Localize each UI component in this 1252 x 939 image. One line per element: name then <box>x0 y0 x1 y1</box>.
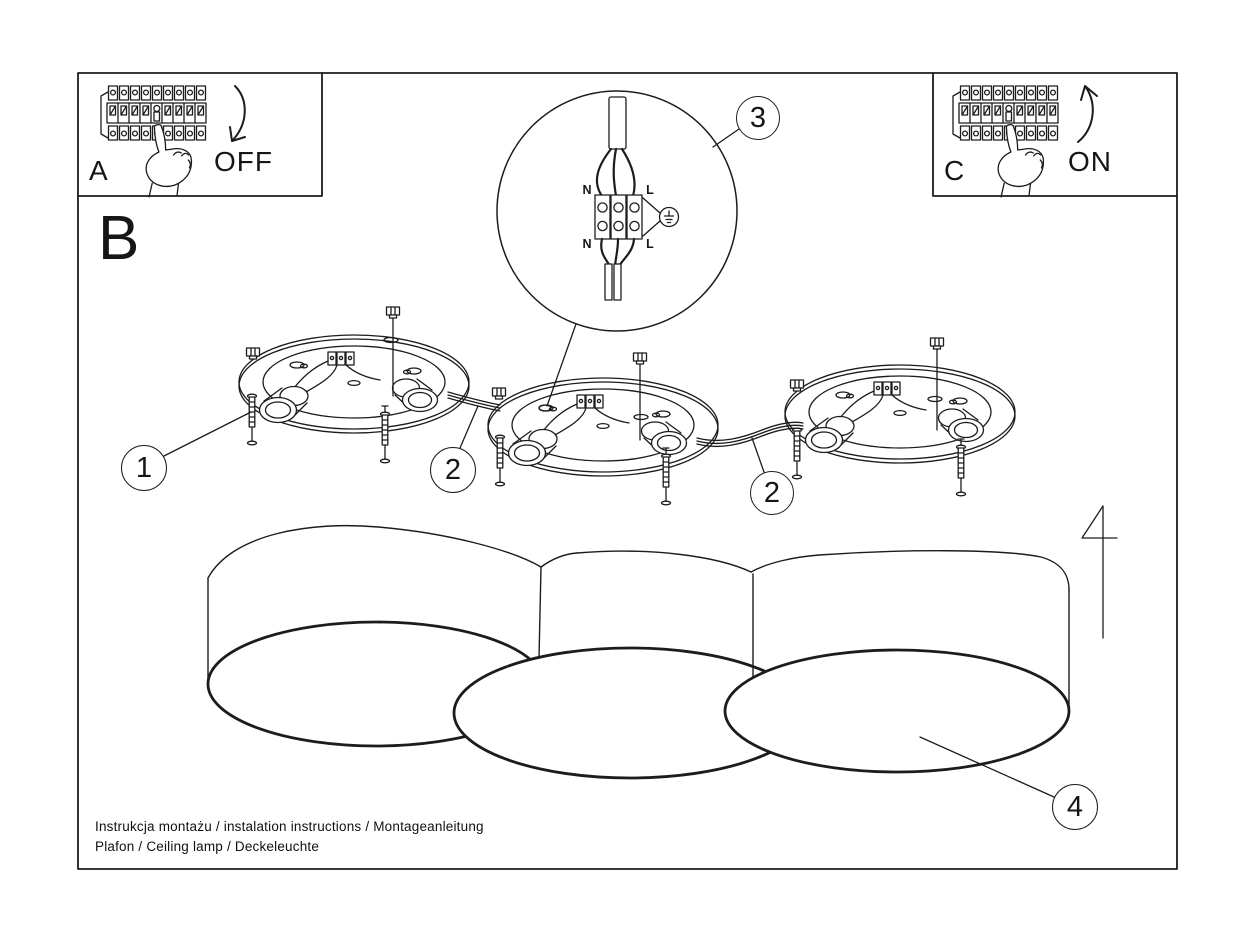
cable-bundle-2 <box>696 421 804 448</box>
mounting-plate-3 <box>784 364 1016 464</box>
panel-a-label: A <box>89 155 108 186</box>
section-b-label: B <box>98 204 140 273</box>
panel-a-drawing <box>100 85 246 200</box>
wiring-n-bottom-label: N <box>582 237 592 251</box>
panel-a-action-label: OFF <box>214 146 273 177</box>
panel-c-box <box>932 72 1178 197</box>
panel-c-drawing <box>952 85 1098 200</box>
on-arrow-icon <box>1077 85 1098 143</box>
callout-leader-lines <box>161 128 1055 798</box>
callout-2a-badge: 2 <box>430 447 476 493</box>
footer-line-1: Instrukcja montażu / instalation instruc… <box>95 819 484 834</box>
callout-4-badge: 4 <box>1052 784 1098 830</box>
outer-frame <box>77 72 1178 870</box>
panel-c-action-label: ON <box>1068 146 1112 177</box>
wiring-l-top-label: L <box>646 183 654 197</box>
earth-ground-icon <box>642 197 680 237</box>
wiring-detail-circle <box>496 90 738 407</box>
callout-3-badge: 3 <box>736 96 780 140</box>
panel-c-label: C <box>944 155 965 186</box>
cable-gland <box>538 404 552 412</box>
wiring-n-top-label: N <box>582 183 592 197</box>
mount-direction-arrow-icon <box>1081 505 1118 639</box>
terminal-block <box>594 194 643 240</box>
mounting-plate-1 <box>238 334 470 434</box>
fixing-hardware <box>245 306 967 506</box>
callout-1-badge: 1 <box>121 445 167 491</box>
footer-line-2: Plafon / Ceiling lamp / Deckeleuchte <box>95 839 320 854</box>
mounting-plate-2 <box>487 377 719 477</box>
supply-wires <box>595 147 636 198</box>
callout-2b-badge: 2 <box>750 471 794 515</box>
panel-a-box <box>77 72 323 197</box>
ceiling-lamp-drawing <box>206 524 1071 780</box>
off-arrow-icon <box>229 85 246 142</box>
cable-bundle-1 <box>447 391 501 412</box>
wiring-l-bottom-label: L <box>646 237 654 251</box>
